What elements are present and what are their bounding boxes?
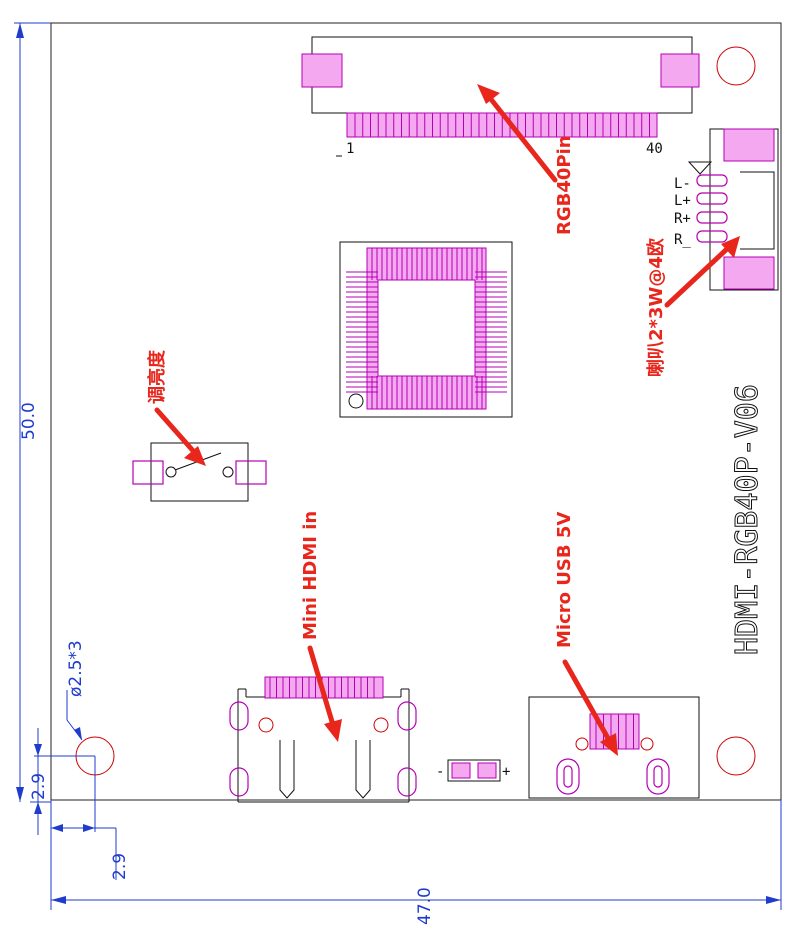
main-chip: [339, 241, 513, 418]
board-outline: [50, 22, 782, 801]
brightness-button: [132, 442, 267, 502]
brightness-label: 调亮度: [146, 349, 168, 404]
mount-hole-bottom-right: [716, 736, 756, 776]
cap-plus-label: +: [502, 764, 510, 780]
board-model-text: HDMI-RGB40P-V06: [730, 384, 765, 655]
dim-offset-y-label: 2.9: [29, 773, 49, 800]
cap-minus-label: -: [436, 764, 444, 780]
dimension-lines: [14, 22, 782, 910]
capacitor: - +: [436, 759, 510, 782]
dim-offset-x-label: 2.9: [110, 853, 130, 880]
dim-width-label: 47.0: [415, 887, 435, 925]
rgb-pin-last: 40: [646, 141, 663, 157]
speaker-connector: L- L+ R+ R_: [674, 128, 779, 291]
dim-hole-label: ø2.5*3: [66, 640, 86, 697]
rgb-connector: 1 40: [301, 36, 700, 157]
hdmi-label: Mini HDMI in: [300, 511, 321, 640]
speaker-pin-4: R_: [674, 232, 691, 248]
mount-hole-top-right: [716, 46, 756, 86]
dim-height-label: 50.0: [19, 402, 39, 440]
speaker-pin-3: R+: [674, 211, 691, 227]
usb-label: Micro USB 5V: [554, 512, 575, 648]
speaker-label: 喇叭2*3W@4欧: [645, 238, 667, 377]
rgb-pin-first: 1: [346, 141, 354, 157]
speaker-pin-2: L+: [674, 193, 691, 209]
annotation-arrows: [154, 84, 740, 756]
speaker-pin-1: L-: [674, 176, 691, 192]
rgb-label: RGB40Pin: [554, 135, 575, 235]
